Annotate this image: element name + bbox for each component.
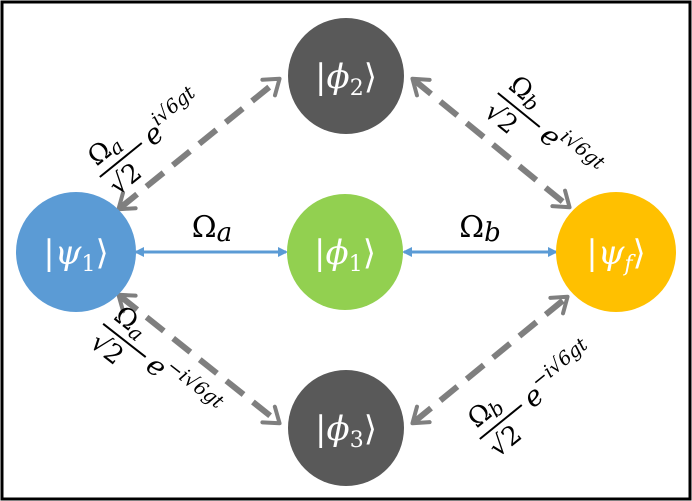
node-psif: |ψf⟩ bbox=[556, 192, 676, 312]
node-phi3: |ϕ3⟩ bbox=[288, 370, 404, 486]
node-phi1-label: |ϕ1⟩ bbox=[314, 233, 376, 277]
node-phi3-label: |ϕ3⟩ bbox=[315, 409, 377, 453]
node-phi2-label: |ϕ2⟩ bbox=[315, 57, 377, 101]
label-omega-b: Ωb bbox=[459, 210, 501, 248]
node-psi1: |ψ1⟩ bbox=[16, 192, 136, 312]
node-psi1-label: |ψ1⟩ bbox=[43, 233, 108, 277]
node-phi2: |ϕ2⟩ bbox=[288, 18, 404, 134]
node-psif-label: |ψf⟩ bbox=[586, 233, 646, 277]
label-omega-a: Ωa bbox=[192, 210, 232, 248]
node-phi1: |ϕ1⟩ bbox=[287, 194, 403, 310]
